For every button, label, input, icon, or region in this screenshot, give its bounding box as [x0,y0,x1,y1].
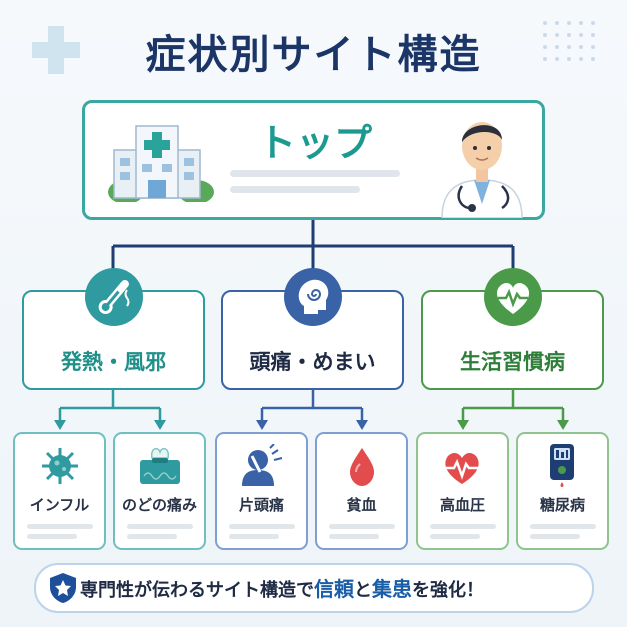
heart-pulse-icon [442,452,482,484]
virus-icon [42,448,78,484]
head-spiral-icon [284,268,342,326]
placeholder-line [430,524,496,529]
placeholder-line [430,534,480,539]
banner-message: 専門性が伝わるサイト構造で信頼と集患を強化！ [80,573,580,602]
placeholder-line [530,534,580,539]
page-title: 症状別サイト構造 [145,32,482,78]
category-label: 生活習慣病 [460,350,565,374]
banner-highlight-patients: 集患 [372,577,412,601]
placeholder-line [329,534,379,539]
banner-suffix: を強化！ [412,580,484,601]
top-node-label: トップ [257,121,372,165]
banner-highlight-trust: 信頼 [314,577,354,601]
category-node-headache[interactable]: 頭痛・めまい [221,290,404,390]
placeholder-line [127,534,177,539]
placeholder-line [229,534,279,539]
placeholder-line [127,524,193,529]
dots-decor-icon [543,21,595,61]
sub-label: 片頭痛 [238,496,284,514]
plus-decor-icon [32,26,80,74]
tissue-box-icon [140,447,180,484]
category-label: 頭痛・めまい [249,350,376,374]
placeholder-line [229,524,295,529]
sub-label: 高血圧 [439,496,485,514]
placeholder-line [27,524,93,529]
thermometer-icon [85,268,143,326]
banner-middle: と [354,580,372,601]
sub-node-diabetes[interactable]: 糖尿病 [516,432,609,550]
sub-node-hypertension[interactable]: 高血圧 [416,432,509,550]
sub-node-sore-throat[interactable]: のどの痛み [113,432,206,550]
sub-label: インフル [29,496,90,514]
banner-prefix: 専門性が伝わるサイト構造で [80,580,314,601]
category-label: 発熱・風邪 [61,350,166,374]
blood-drop-icon [350,448,374,486]
summary-banner [34,563,594,613]
sub-label: のどの痛み [121,496,197,514]
hospital-icon [108,125,214,202]
placeholder-line [230,186,360,193]
glucose-meter-icon [550,444,574,487]
headache-person-icon [242,444,283,486]
shield-star-icon [50,573,76,603]
sub-node-influenza[interactable]: インフル [13,432,106,550]
placeholder-line [530,524,596,529]
placeholder-line [329,524,395,529]
heart-pulse-icon [484,268,542,326]
doctor-avatar-icon [441,122,523,218]
sub-label: 貧血 [346,496,377,514]
placeholder-line [27,534,77,539]
sub-label: 糖尿病 [539,496,585,514]
placeholder-line [230,170,400,177]
